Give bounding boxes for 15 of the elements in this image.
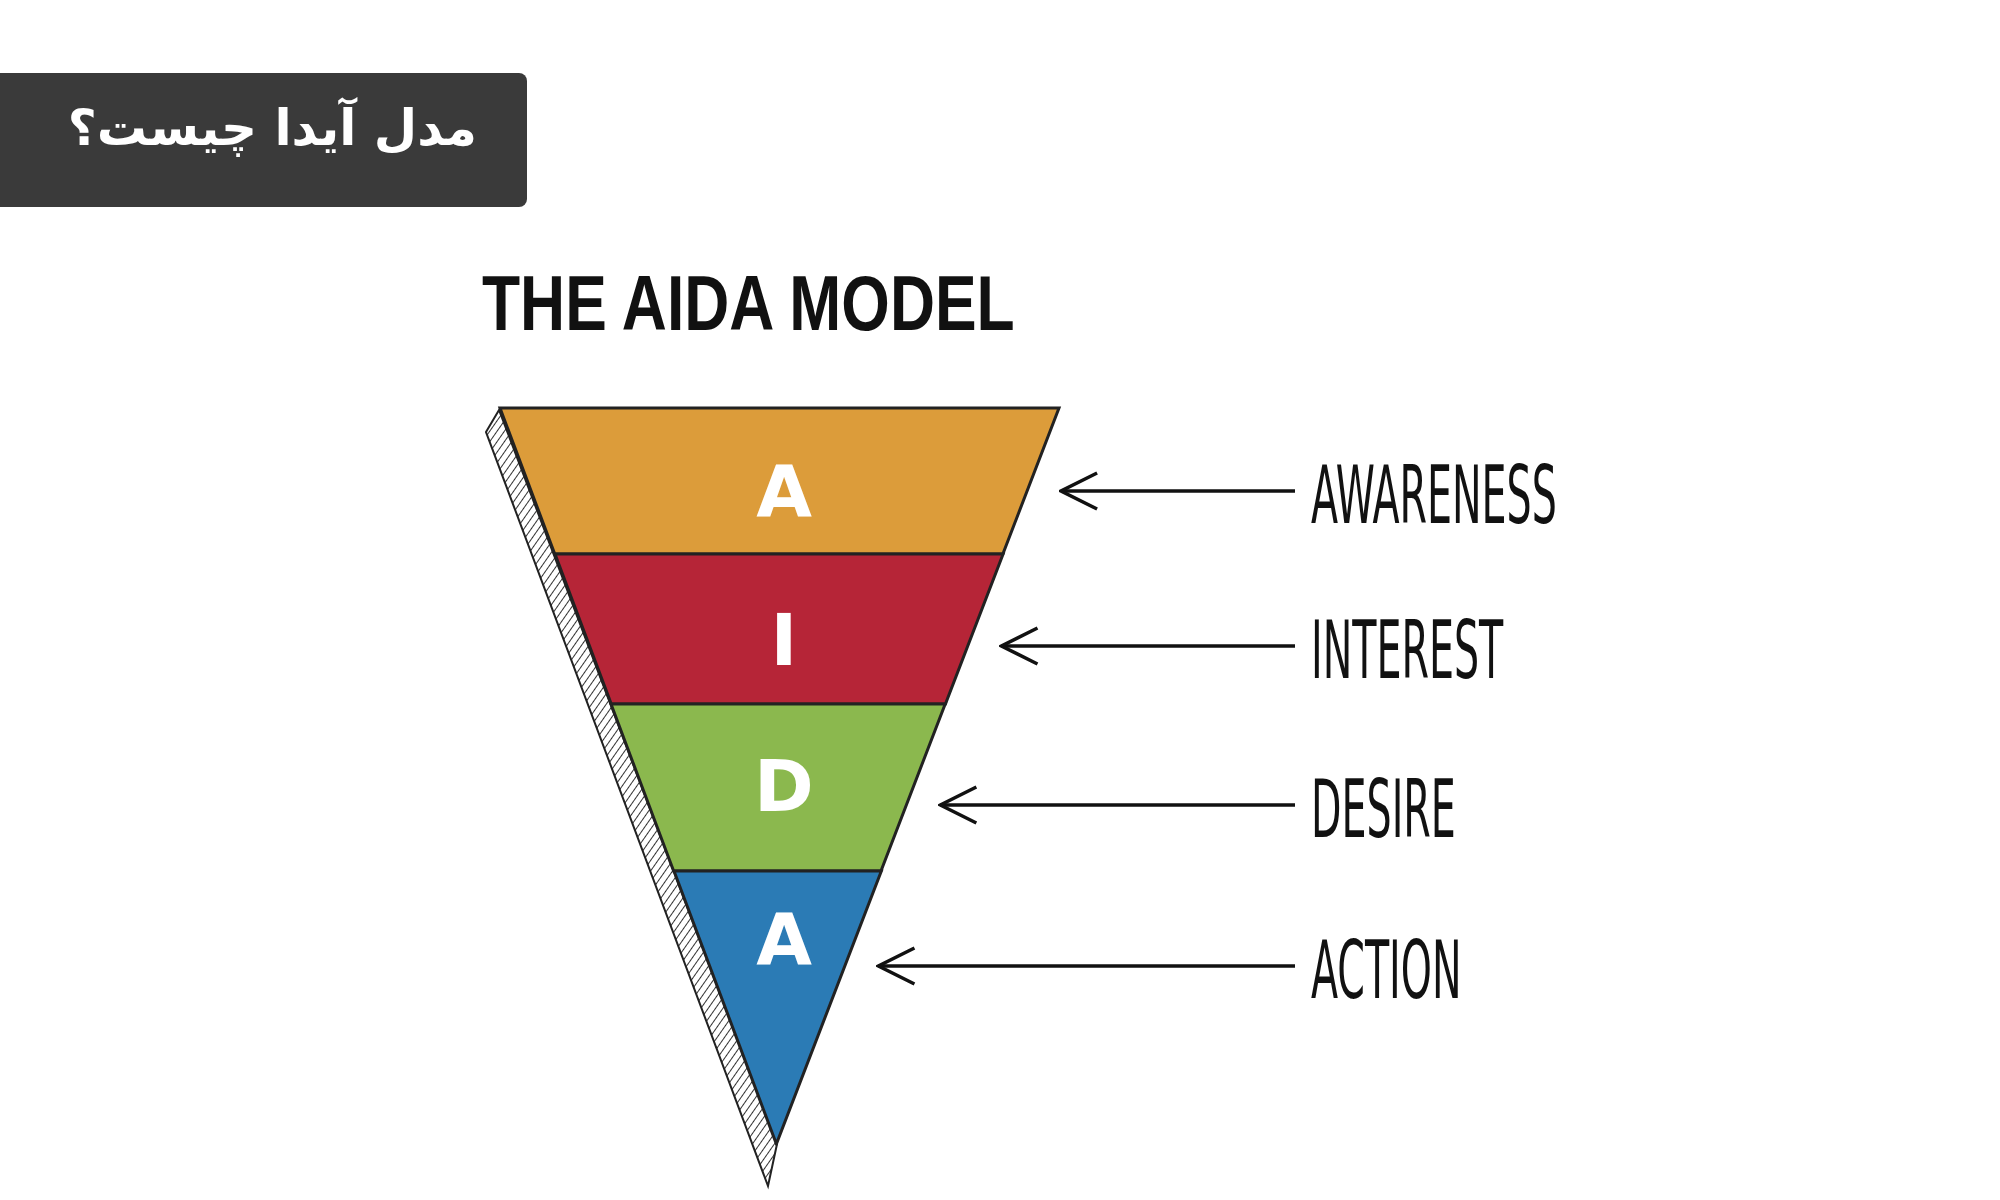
arrow xyxy=(1059,471,1295,511)
band-letter: D xyxy=(753,744,815,828)
diagram-title: THE AIDA MODEL xyxy=(482,258,1015,349)
heading-text: مدل آیدا چیست؟ xyxy=(67,99,477,157)
stage-label: DESIRE xyxy=(1311,763,1456,856)
arrow xyxy=(999,626,1295,666)
stage-label: ACTION xyxy=(1311,924,1462,1017)
band-letter: A xyxy=(755,897,813,981)
heading-banner xyxy=(0,73,527,207)
band-letter: A xyxy=(755,449,813,533)
arrow xyxy=(938,785,1295,825)
stage-label: INTEREST xyxy=(1311,604,1504,697)
arrow xyxy=(876,946,1295,986)
stage-label: AWARENESS xyxy=(1311,449,1557,542)
band-letter: I xyxy=(769,598,799,682)
